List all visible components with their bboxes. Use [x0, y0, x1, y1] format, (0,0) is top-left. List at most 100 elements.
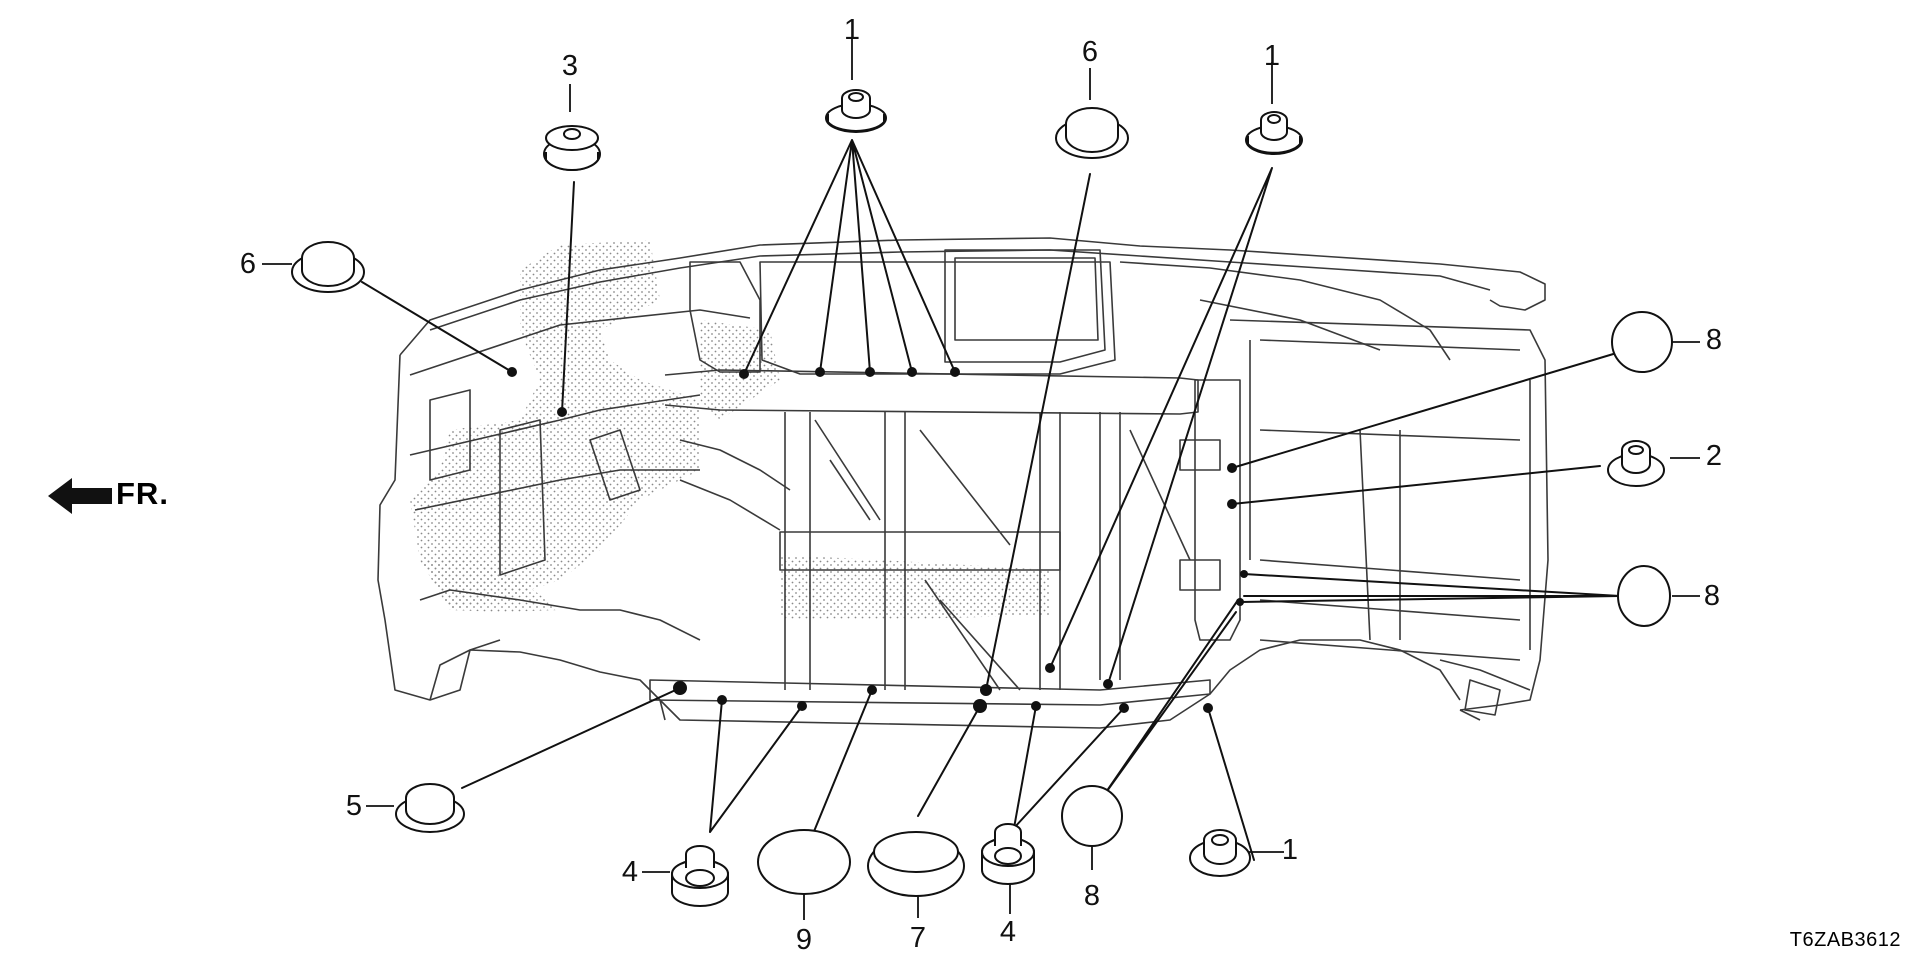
leader-c2 — [1049, 167, 1273, 685]
round-seal-icon — [1611, 311, 1673, 373]
callout-4: 4 — [621, 856, 639, 888]
attachment-point — [739, 369, 749, 379]
callout-3: 3 — [561, 50, 579, 82]
stepped-grommet-icon — [1189, 829, 1251, 877]
attachment-point — [973, 699, 987, 713]
body-rear-roof — [1119, 261, 1451, 361]
leader-c1 — [743, 139, 956, 375]
round-seal-icon — [1617, 565, 1671, 627]
callout-9: 9 — [795, 924, 813, 956]
attachment-point — [1203, 703, 1213, 713]
leader-c7 — [1013, 705, 1125, 829]
attachment-point — [865, 367, 875, 377]
body-front-wheelarch — [429, 649, 666, 721]
attachment-point — [557, 407, 567, 417]
front-arrow-icon — [48, 478, 112, 514]
body-front-rail — [409, 309, 751, 511]
leader-c10 — [985, 173, 1091, 691]
attachment-point — [1227, 499, 1237, 509]
callout-4: 4 — [999, 916, 1017, 948]
stippled-area-front-low — [420, 555, 560, 612]
leader-c5 — [561, 181, 575, 413]
leader-c15 — [807, 689, 873, 847]
callout-8: 8 — [1705, 324, 1723, 356]
callout-7: 7 — [909, 922, 927, 954]
callout-1: 1 — [1281, 834, 1299, 866]
leader-c13 — [1239, 573, 1621, 603]
leader-c14 — [1101, 599, 1239, 799]
attachment-point — [867, 685, 877, 695]
round-seal-icon — [1061, 785, 1123, 847]
attachment-point — [1045, 663, 1055, 673]
callout-ticks — [262, 38, 1700, 920]
body-rear-floor — [1259, 429, 1521, 661]
flat-grommet-icon — [1055, 107, 1129, 159]
flat-grommet-icon — [395, 783, 465, 833]
body-roof-outline — [399, 237, 1546, 356]
oval-seal-icon — [757, 829, 851, 895]
leader-c9 — [361, 281, 513, 373]
callout-2: 2 — [1705, 440, 1723, 472]
body-front-details — [429, 389, 641, 576]
attachment-point — [1031, 701, 1041, 711]
attachment-point — [980, 684, 992, 696]
stepped-grommet-icon — [1607, 440, 1665, 487]
body-tunnel — [679, 439, 791, 531]
attachment-point — [673, 681, 687, 695]
flat-grommet-icon — [291, 241, 365, 293]
stippled-area-floor-mid — [780, 555, 1050, 620]
attachment-point — [1227, 463, 1237, 473]
stepped-grommet-icon — [543, 125, 601, 172]
leader-c8 — [461, 687, 681, 789]
attachment-point — [1236, 598, 1244, 606]
attachment-point — [1119, 703, 1129, 713]
callout-1: 1 — [1263, 40, 1281, 72]
body-sunroof-inner — [954, 257, 1099, 341]
body-sunroof-opening — [944, 249, 1106, 363]
body-sunroof-frame — [759, 261, 1116, 375]
diagram-part-code: T6ZAB3612 — [1789, 929, 1901, 951]
attachment-point — [717, 695, 727, 705]
front-direction-label: FR. — [116, 476, 169, 511]
body-floor-sill — [649, 679, 1211, 706]
body-front-end — [377, 354, 501, 701]
body-floor-longitudinals — [784, 412, 1121, 690]
vehicle-body — [377, 237, 1549, 729]
callout-5: 5 — [345, 790, 363, 822]
deep-grommet-icon — [671, 845, 729, 907]
body-rear-bumper — [1439, 659, 1531, 721]
callout-1: 1 — [843, 14, 861, 46]
leader-c12 — [1231, 351, 1621, 469]
leader-c6 — [709, 699, 803, 833]
leader-c3 — [1207, 707, 1255, 861]
callout-8: 8 — [1703, 580, 1721, 612]
callout-6: 6 — [239, 248, 257, 280]
attachment-point — [797, 701, 807, 711]
body-front-apron — [419, 589, 701, 641]
attachment-point — [1103, 679, 1113, 689]
stippled-area-front — [410, 240, 700, 610]
body-rear-panel — [1229, 319, 1549, 711]
leader-lines — [361, 139, 1621, 861]
attachment-point — [907, 367, 917, 377]
body-rear-panel-inner — [1249, 339, 1531, 650]
leader-c11 — [917, 705, 981, 817]
stepped-grommet-icon — [1245, 111, 1303, 155]
body-rear-wheelarch — [1209, 639, 1461, 701]
attachment-point — [1240, 570, 1248, 578]
attachment-point — [815, 367, 825, 377]
leader-c4 — [1231, 465, 1601, 505]
attachment-point — [950, 367, 960, 377]
oval-grommet-icon — [867, 831, 965, 897]
callout-6: 6 — [1081, 36, 1099, 68]
attachment-points — [507, 367, 1248, 713]
deep-grommet-icon — [981, 823, 1035, 885]
part-icons — [291, 89, 1673, 907]
attachment-point — [507, 367, 517, 377]
body-rear-sill — [1194, 379, 1241, 641]
callout-8: 8 — [1083, 880, 1101, 912]
body-floor-sill-lower — [659, 693, 1211, 729]
body-floor-diagonals — [814, 419, 1191, 691]
body-floor-front-crossmember — [664, 369, 1199, 415]
